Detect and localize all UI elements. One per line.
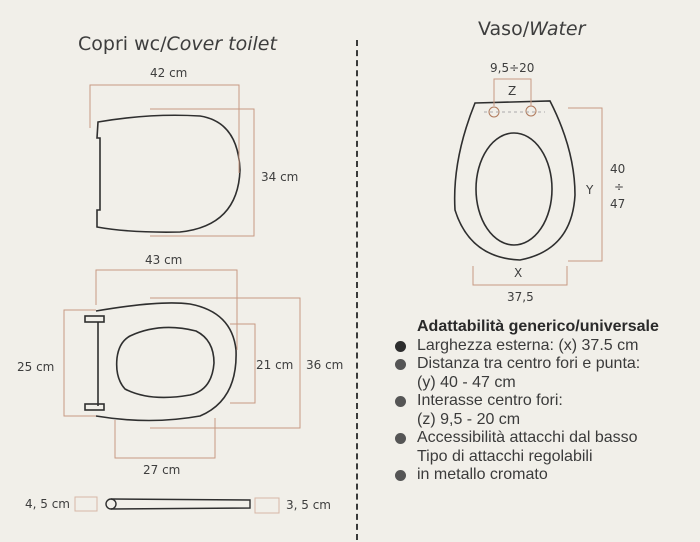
- profile-outline: [105, 498, 251, 510]
- spec-item: Accessibilità attacchi dal basso Tipo di…: [395, 429, 659, 466]
- profile-left-label: 4, 5 cm: [25, 497, 70, 511]
- profile-dims: [74, 496, 280, 514]
- bullet-icon: [395, 470, 406, 481]
- hinge-span-label: 25 cm: [17, 360, 55, 374]
- z-label: Z: [508, 84, 517, 98]
- bowl-outline: [453, 100, 576, 261]
- y-label: Y: [586, 183, 594, 197]
- spec-line: Accessibilità attacchi dal basso: [417, 429, 638, 446]
- title-plain: Copri wc/: [78, 33, 167, 55]
- profile-right-label: 3, 5 cm: [286, 498, 331, 512]
- seat-outline: [84, 302, 237, 422]
- cover-top-outline: [96, 114, 241, 233]
- inner-width-label: 27 cm: [143, 463, 181, 477]
- spec-line: Larghezza esterna: (x) 37.5 cm: [417, 336, 639, 354]
- x-value-label: 37,5: [507, 290, 534, 304]
- bullet-icon: [395, 433, 406, 444]
- spec-line: in metallo cromato: [417, 466, 548, 483]
- bowl-holes: [484, 105, 545, 118]
- cover-height-label: 34 cm: [261, 170, 299, 184]
- spec-item: Interasse centro fori: (z) 9,5 - 20 cm: [395, 392, 659, 429]
- bullet-icon: [395, 340, 406, 352]
- bowl-dims: [472, 78, 603, 286]
- spec-line: Interasse centro fori:: [417, 392, 563, 409]
- spec-list: Adattabilità generico/universale Larghez…: [395, 318, 659, 485]
- spec-item: Larghezza esterna: (x) 37.5 cm: [395, 337, 659, 356]
- seat-width-label: 43 cm: [145, 253, 183, 267]
- outer-height-label: 36 cm: [306, 358, 344, 372]
- cover-width-label: 42 cm: [150, 66, 188, 80]
- spec-item: in metallo cromato: [395, 466, 659, 485]
- y-max-label: 47: [610, 197, 626, 211]
- hole-spacing-label: 9,5÷20: [490, 61, 535, 75]
- x-label: X: [514, 266, 523, 280]
- right-panel-title: Vaso/Water: [478, 18, 585, 40]
- title-plain: Vaso/: [478, 18, 530, 40]
- title-italic: Water: [529, 18, 586, 40]
- panel-divider: [356, 40, 358, 540]
- inner-height-label: 21 cm: [256, 358, 294, 372]
- title-italic: Cover toilet: [166, 33, 277, 55]
- cover-top-dims: [89, 84, 255, 237]
- spec-line: Distanza tra centro fori e punta:: [417, 355, 641, 372]
- spec-line: (y) 40 - 47 cm: [417, 373, 516, 391]
- spec-line: Tipo di attacchi regolabili: [417, 447, 593, 465]
- y-min-label: 40: [610, 162, 626, 176]
- spec-item: Distanza tra centro fori e punta: (y) 40…: [395, 355, 659, 392]
- bullet-icon: [395, 359, 406, 370]
- spec-line: (z) 9,5 - 20 cm: [417, 410, 521, 428]
- seat-dims: [63, 269, 301, 459]
- left-panel-title: Copri wc/Cover toilet: [78, 33, 277, 55]
- spec-heading: Adattabilità generico/universale: [417, 318, 659, 335]
- y-sep-label: ÷: [614, 180, 625, 194]
- bullet-icon: [395, 396, 406, 407]
